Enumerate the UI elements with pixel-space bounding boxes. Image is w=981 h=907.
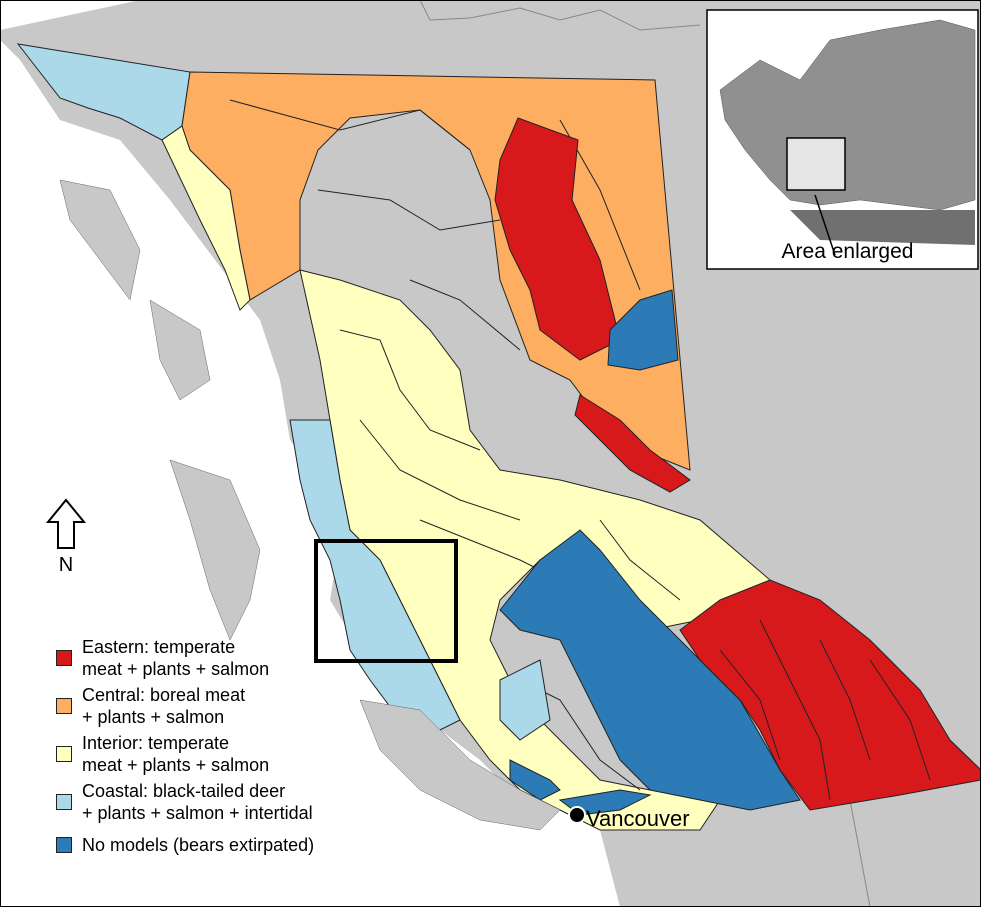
region-no-models-ne: [607, 289, 679, 371]
legend-swatch: [56, 746, 72, 762]
legend-item-interior: Interior: temperate meat + plants + salm…: [52, 732, 382, 776]
legend-item-eastern: Eastern: temperate meat + plants + salmo…: [52, 636, 382, 680]
city-label: Vancouver: [586, 806, 690, 831]
legend-swatch: [56, 837, 72, 853]
legend-swatch: [56, 650, 72, 666]
islands: [59, 179, 561, 831]
north-arrow-caption: N: [44, 500, 88, 577]
region-interior-nw: [161, 125, 251, 311]
north-arrow: [45, 498, 87, 549]
legend-label: No models (bears extirpated): [82, 835, 315, 855]
legend-item-central: Central: boreal meat + plants + salmon: [52, 684, 382, 728]
legend-label: Interior: temperate meat + plants + salm…: [82, 733, 270, 775]
region-eastern-south: [679, 579, 981, 811]
legend-label: Coastal: black-tailed deer + plants + sa…: [82, 781, 313, 823]
study-area-box: [314, 539, 458, 663]
legend-item-coastal: Coastal: black-tailed deer + plants + sa…: [52, 780, 382, 824]
inset-caption: Area enlarged: [781, 240, 914, 263]
north-label: N: [58, 554, 74, 576]
legend-label: Eastern: temperate meat + plants + salmo…: [82, 637, 270, 679]
legend: Eastern: temperate meat + plants + salmo…: [52, 636, 382, 856]
legend-swatch: [56, 698, 72, 714]
region-coastal-south: [289, 419, 551, 741]
legend-label: Central: boreal meat + plants + salmon: [82, 685, 246, 727]
vancouver-marker: [568, 806, 586, 824]
legend-swatch: [56, 794, 72, 810]
inset-map: [706, 9, 979, 270]
legend-item-no-models: No models (bears extirpated): [52, 834, 382, 856]
region-eastern-north: [494, 117, 691, 493]
